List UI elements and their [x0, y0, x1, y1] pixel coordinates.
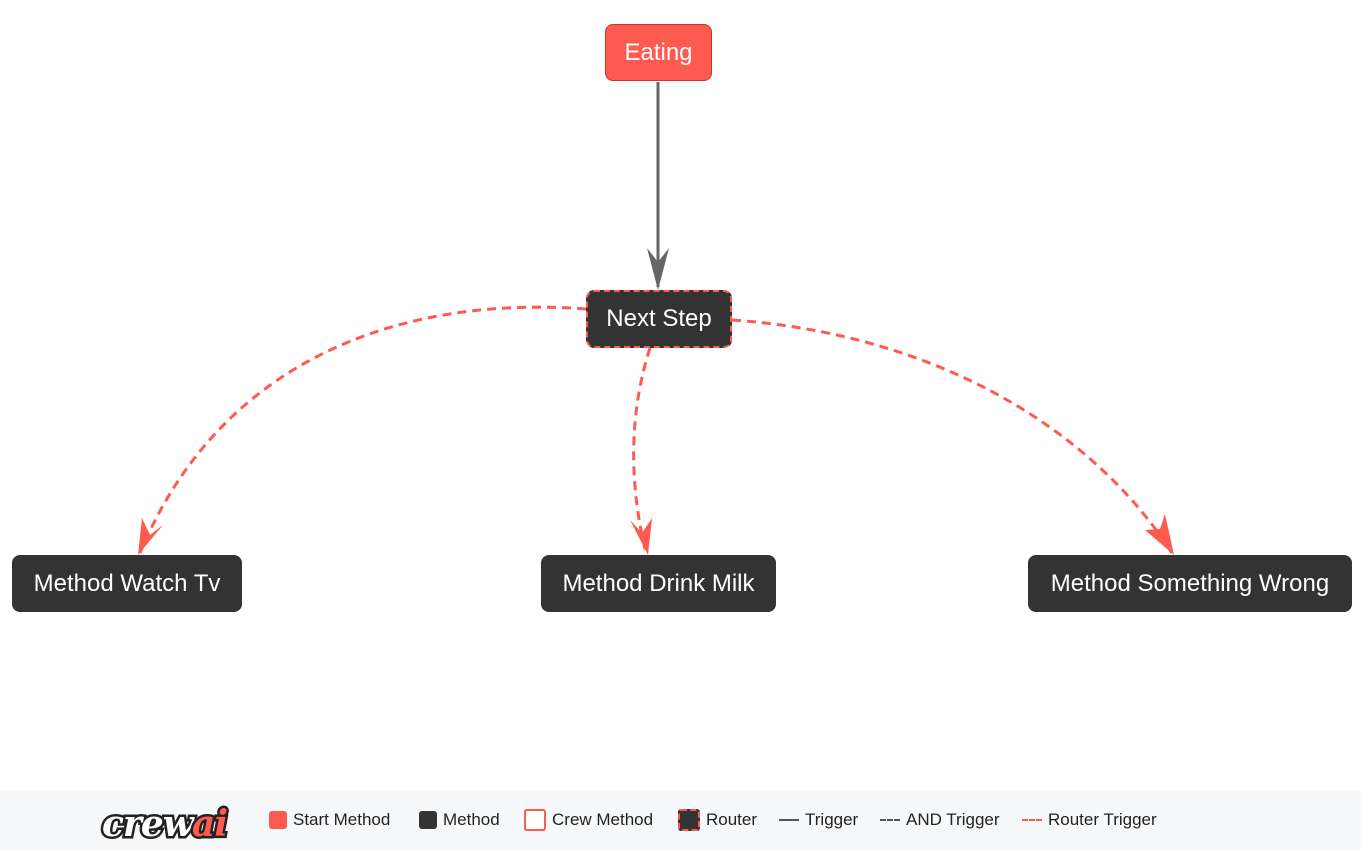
node-method-something-wrong-label: Method Something Wrong — [1050, 569, 1330, 597]
edge-next-step-to-something-wrong[interactable] — [731, 318, 1174, 554]
router-trigger-line-icon — [1022, 819, 1042, 821]
crewai-logo: crew ai — [100, 801, 231, 847]
edge-arrow-drink-milk — [630, 518, 652, 555]
edges-layer — [138, 82, 1174, 555]
node-method-watch-tv-label: Method Watch Tv — [33, 569, 221, 597]
flow-canvas[interactable]: Eating Next Step Method Watch Tv Method … — [0, 0, 1361, 790]
method-swatch-icon — [419, 811, 437, 829]
legend-router-trigger-label: Router Trigger — [1048, 810, 1157, 829]
node-next-step[interactable]: Next Step — [586, 290, 732, 348]
node-method-drink-milk[interactable]: Method Drink Milk — [541, 555, 776, 612]
legend-and-trigger: AND Trigger — [880, 790, 1000, 850]
legend-and-trigger-label: AND Trigger — [906, 810, 1000, 829]
node-method-drink-milk-label: Method Drink Milk — [562, 569, 755, 597]
node-method-something-wrong[interactable]: Method Something Wrong — [1028, 555, 1352, 612]
router-swatch-icon — [678, 809, 700, 831]
legend-method-label: Method — [443, 810, 500, 829]
legend-start-method-label: Start Method — [293, 810, 391, 829]
legend-router-label: Router — [706, 810, 758, 829]
legend-router: Router — [678, 790, 757, 850]
legend-method: Method — [419, 790, 500, 850]
node-next-step-label: Next Step — [606, 305, 712, 332]
edge-arrow-something-wrong — [1145, 514, 1174, 555]
node-eating-label: Eating — [624, 38, 693, 66]
legend-crew-method: Crew Method — [524, 790, 653, 850]
start-method-swatch-icon — [269, 811, 287, 829]
edge-next-step-to-watch-tv[interactable] — [138, 305, 587, 554]
edge-arrow-next-step — [647, 248, 669, 290]
trigger-line-icon — [779, 819, 799, 821]
edge-next-step-to-drink-milk[interactable] — [632, 347, 652, 554]
legend-router-trigger: Router Trigger — [1022, 790, 1157, 850]
legend-trigger: Trigger — [779, 790, 858, 850]
crew-method-swatch-icon — [524, 809, 546, 831]
svg-text:ai: ai — [192, 803, 227, 845]
node-eating[interactable]: Eating — [605, 24, 712, 81]
svg-text:crew: crew — [102, 803, 196, 845]
and-trigger-line-icon — [880, 819, 900, 821]
legend-crew-method-label: Crew Method — [552, 810, 654, 829]
node-method-watch-tv[interactable]: Method Watch Tv — [12, 555, 242, 612]
legend-trigger-label: Trigger — [805, 810, 859, 829]
edge-arrow-watch-tv — [138, 518, 163, 555]
legend-start-method: Start Method — [269, 790, 390, 850]
